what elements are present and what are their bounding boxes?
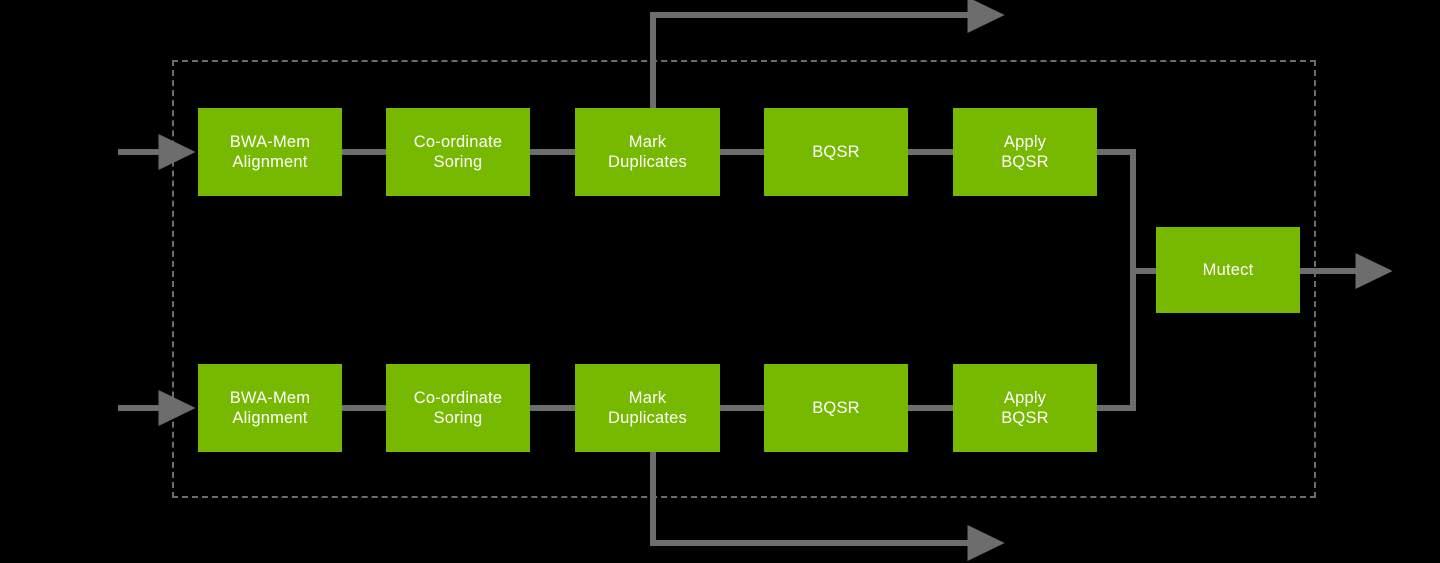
node-bqsr-bottom-label: BQSR	[812, 398, 860, 417]
node-co-ordinate-soring-top[interactable]: Co-ordinate Soring	[386, 108, 530, 196]
node-apply-bqsr-top[interactable]: Apply BQSR	[953, 108, 1097, 196]
node-mark-duplicates-bottom[interactable]: Mark Duplicates	[575, 364, 720, 452]
node-mark-duplicates-bottom-label: Mark Duplicates	[607, 388, 688, 427]
node-mark-duplicates-top-label: Mark Duplicates	[607, 132, 688, 171]
node-bwa-mem-alignment-bottom-label: BWA-Mem Alignment	[229, 388, 311, 427]
node-co-ordinate-soring-top-label: Co-ordinate Soring	[413, 132, 503, 171]
node-bqsr-top[interactable]: BQSR	[764, 108, 908, 196]
node-apply-bqsr-top-label: Apply BQSR	[1001, 132, 1049, 171]
node-bwa-mem-alignment-top[interactable]: BWA-Mem Alignment	[198, 108, 342, 196]
node-mutect[interactable]: Mutect	[1156, 227, 1300, 313]
node-apply-bqsr-bottom-label: Apply BQSR	[1001, 388, 1049, 427]
pipeline-boundary-frame	[172, 60, 1316, 498]
node-co-ordinate-soring-bottom[interactable]: Co-ordinate Soring	[386, 364, 530, 452]
node-bwa-mem-alignment-bottom[interactable]: BWA-Mem Alignment	[198, 364, 342, 452]
node-mark-duplicates-top[interactable]: Mark Duplicates	[575, 108, 720, 196]
node-apply-bqsr-bottom[interactable]: Apply BQSR	[953, 364, 1097, 452]
node-bqsr-bottom[interactable]: BQSR	[764, 364, 908, 452]
node-mutect-label: Mutect	[1202, 260, 1254, 279]
node-co-ordinate-soring-bottom-label: Co-ordinate Soring	[413, 388, 503, 427]
node-bwa-mem-alignment-top-label: BWA-Mem Alignment	[229, 132, 311, 171]
node-bqsr-top-label: BQSR	[812, 142, 860, 161]
